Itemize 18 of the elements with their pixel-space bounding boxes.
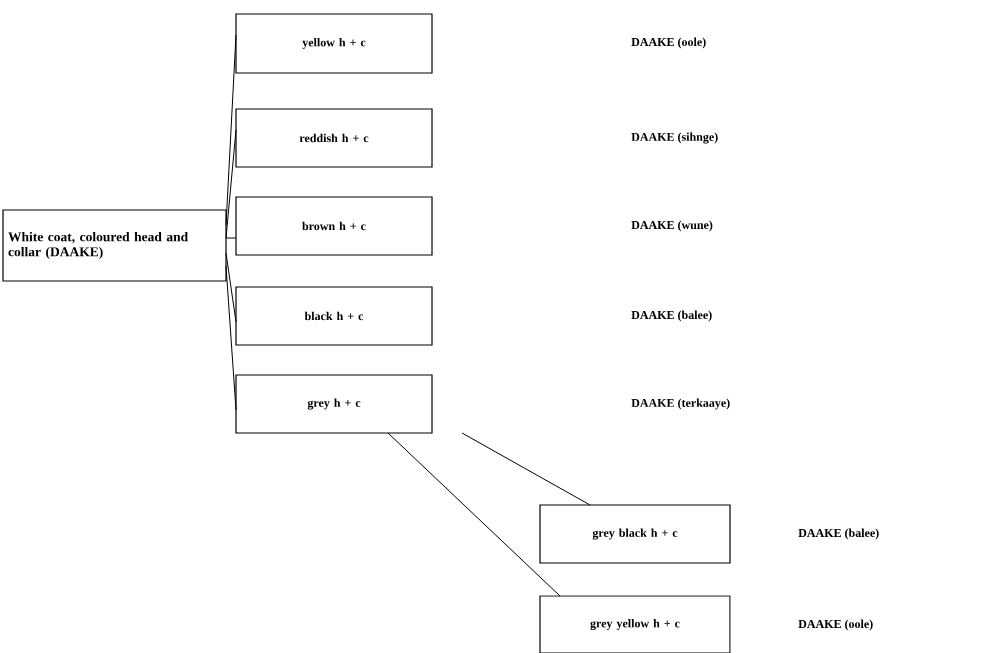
category-label: DAAKE (oole): [798, 619, 873, 631]
category-box: grey h + c: [235, 374, 433, 434]
category-box: White coat, coloured head and collar (DAAKE): [2, 209, 227, 282]
category-box: grey black h + c: [539, 504, 731, 564]
category-label: DAAKE (terkaaye): [631, 398, 730, 410]
category-box: yellow h + c: [235, 13, 433, 74]
category-box: brown h + c: [235, 196, 433, 256]
category-label: DAAKE (sihnge): [631, 132, 718, 144]
category-label: DAAKE (wune): [631, 220, 713, 232]
category-box: grey yellow h + c: [539, 595, 731, 653]
connector-line: [225, 237, 237, 239]
connector-line: [387, 432, 561, 597]
category-box: black h + c: [235, 286, 433, 346]
category-label: DAAKE (oole): [631, 37, 706, 49]
category-label: DAAKE (balee): [631, 310, 712, 322]
category-box: reddish h + c: [235, 108, 433, 168]
connector-line: [461, 432, 591, 506]
category-label: DAAKE (balee): [798, 528, 879, 540]
